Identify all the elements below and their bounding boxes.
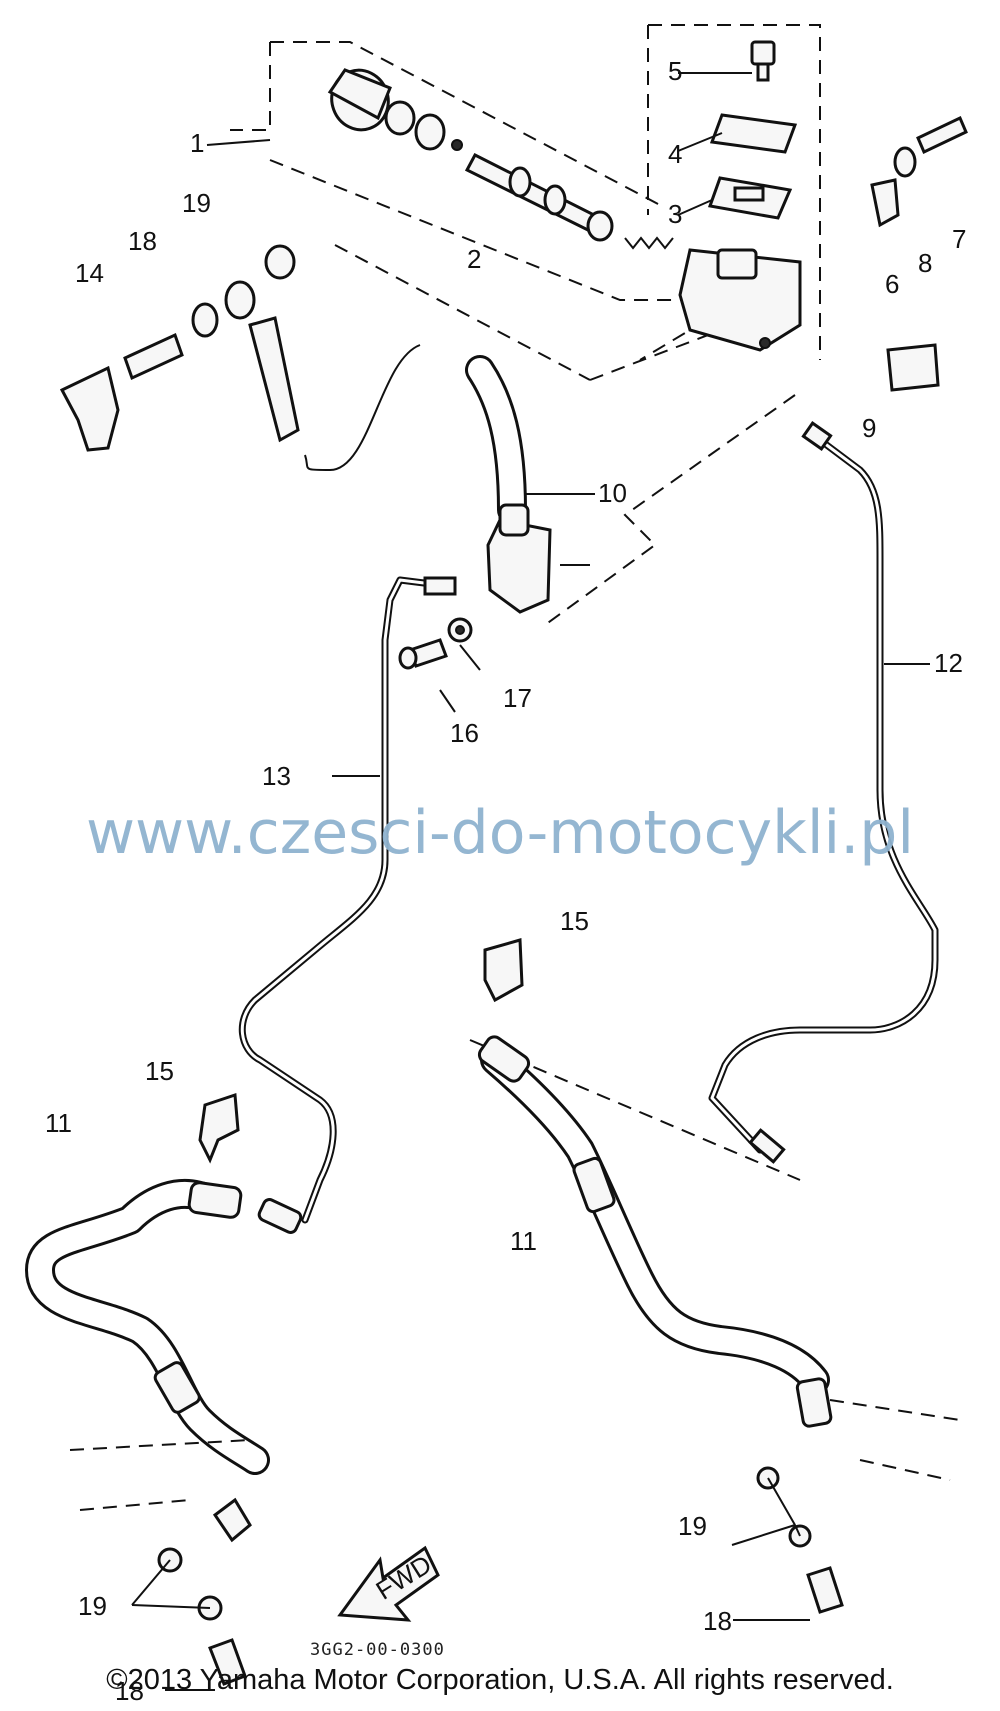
piston-seal-set [384, 100, 463, 151]
callout-9: 9 [862, 413, 876, 443]
caliper-outline-right [829, 1399, 961, 1481]
callout-4: 4 [668, 139, 682, 169]
cap [709, 113, 798, 154]
hose-fitting-left-bottom [153, 1361, 201, 1414]
callout-7: 7 [952, 224, 966, 254]
curved-guide-line [304, 344, 421, 472]
leader-lines [131, 72, 930, 1691]
screw [750, 40, 776, 82]
brake-pipe-13 [238, 576, 444, 1224]
reservoir-cap-cylinder [327, 68, 392, 132]
pipe-12-bottom-fitting [748, 1128, 786, 1164]
callout-11-right: 11 [510, 1226, 537, 1256]
callout-19-top: 19 [182, 188, 211, 218]
pipe-12-top-fitting [801, 421, 833, 451]
callout-3: 3 [668, 199, 682, 229]
callout-11-left: 11 [45, 1108, 72, 1138]
watermark-url: www.czesci-do-motocykli.pl [85, 798, 915, 868]
callout-19-bottom-right: 19 [678, 1511, 707, 1541]
hose-fitting-right-top [477, 1035, 616, 1214]
caliper-outline-left [69, 1439, 251, 1511]
caliper-hardware-left [157, 1497, 252, 1686]
hose-union-joint [486, 503, 552, 614]
callout-6: 6 [885, 269, 899, 299]
caliper-hardware-right [756, 1466, 844, 1614]
callout-18-top: 18 [128, 226, 157, 256]
callout-15-right: 15 [560, 906, 589, 936]
union-bolt-16 [398, 638, 448, 670]
callout-15-left: 15 [145, 1056, 174, 1086]
callout-17: 17 [503, 683, 532, 713]
callout-18-bottom-left: 18 [115, 1676, 144, 1706]
callout-13: 13 [262, 761, 291, 791]
callout-18-bottom-right: 18 [703, 1606, 732, 1636]
master-cylinder-body [678, 248, 802, 352]
diaphragm [707, 176, 793, 220]
boot [886, 343, 940, 392]
washer-17 [447, 617, 473, 643]
cap-kit-frame [647, 24, 821, 360]
clamp-bracket-left [198, 1092, 240, 1164]
callout-1: 1 [190, 128, 204, 158]
hose-fitting-left-top [187, 1181, 303, 1234]
lever-assembly [59, 244, 300, 452]
spring [624, 236, 674, 250]
hose-fitting-right-bottom [795, 1377, 833, 1428]
diagram-code: 3GG2-00-0300 [310, 1640, 445, 1660]
callout-12: 12 [934, 648, 963, 678]
hose-leader-line [544, 394, 796, 626]
callout-8: 8 [918, 248, 932, 278]
lever-pivot-bolt [870, 115, 968, 228]
clamp-bracket-right [483, 938, 524, 1003]
copyright-notice: ©2013 Yamaha Motor Corporation, U.S.A. A… [106, 1664, 894, 1696]
callout-14: 14 [75, 258, 104, 288]
callout-2: 2 [467, 244, 481, 274]
callout-16: 16 [450, 718, 479, 748]
callout-5: 5 [668, 56, 682, 86]
callout-10: 10 [598, 478, 627, 508]
forward-direction-arrow: FWD [337, 1545, 440, 1622]
callout-19-bottom-left: 19 [78, 1591, 107, 1621]
pipe-13-top-fitting [423, 576, 457, 596]
piston-rod [464, 153, 614, 242]
